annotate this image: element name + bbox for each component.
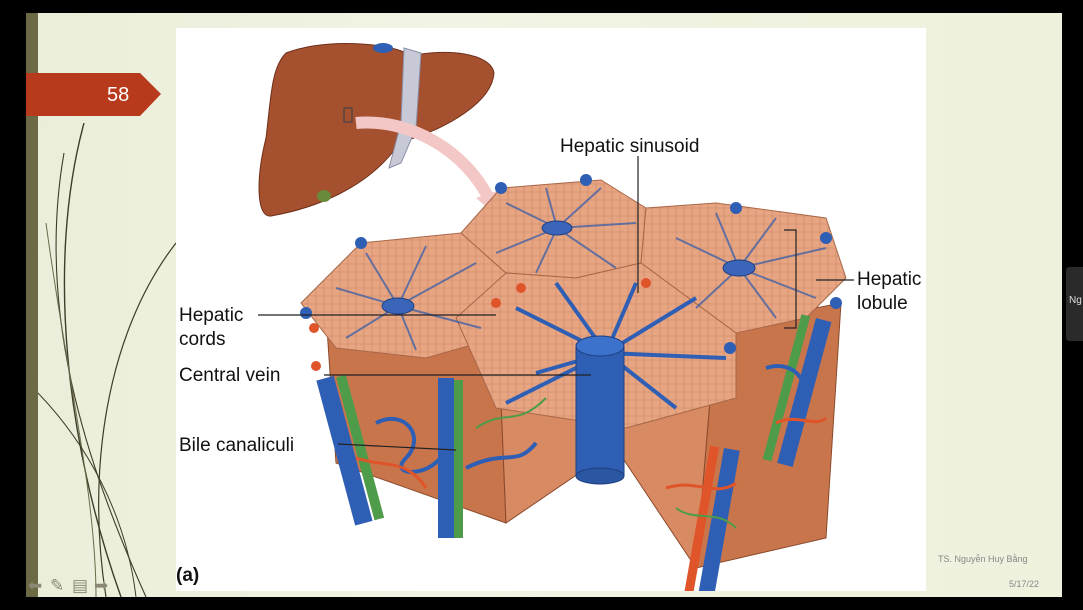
liver-illustration	[258, 43, 854, 591]
label-hepatic-lobule-line2: lobule	[857, 293, 908, 314]
decorative-curves	[37, 122, 177, 597]
leader-lines	[258, 156, 854, 451]
label-hepatic-cords-line2: cords	[179, 329, 226, 350]
side-panel-text: Ng	[1069, 295, 1082, 306]
slide-number-badge: 58	[26, 73, 161, 116]
whole-liver	[258, 43, 495, 217]
label-bile-canaliculi: Bile canaliculi	[179, 435, 295, 456]
side-panel-tab[interactable]: Ng	[1066, 267, 1083, 341]
slide: 58	[26, 13, 1062, 597]
date-footer: 5/17/22	[1009, 579, 1040, 589]
next-slide-icon[interactable]: ➡	[94, 576, 109, 595]
slide-number: 58	[107, 84, 130, 106]
lobule-block	[300, 174, 847, 591]
prev-slide-icon[interactable]: ⬅	[28, 576, 43, 595]
author-footer: TS. Nguyễn Huy Bằng	[938, 554, 1028, 564]
label-central-vein: Central vein	[179, 365, 281, 386]
label-panel-a: (a)	[176, 565, 200, 586]
label-hepatic-sinusoid: Hepatic sinusoid	[560, 136, 700, 157]
label-hepatic-cords-line1: Hepatic	[179, 305, 244, 326]
label-hepatic-lobule-line1: Hepatic	[857, 269, 922, 290]
menu-icon[interactable]: ▤	[72, 576, 89, 595]
liver-lobule-figure: Hepatic sinusoid Hepatic lobule Hepatic …	[176, 28, 926, 591]
pen-icon[interactable]: ✎	[50, 576, 65, 595]
left-strip	[26, 13, 38, 597]
